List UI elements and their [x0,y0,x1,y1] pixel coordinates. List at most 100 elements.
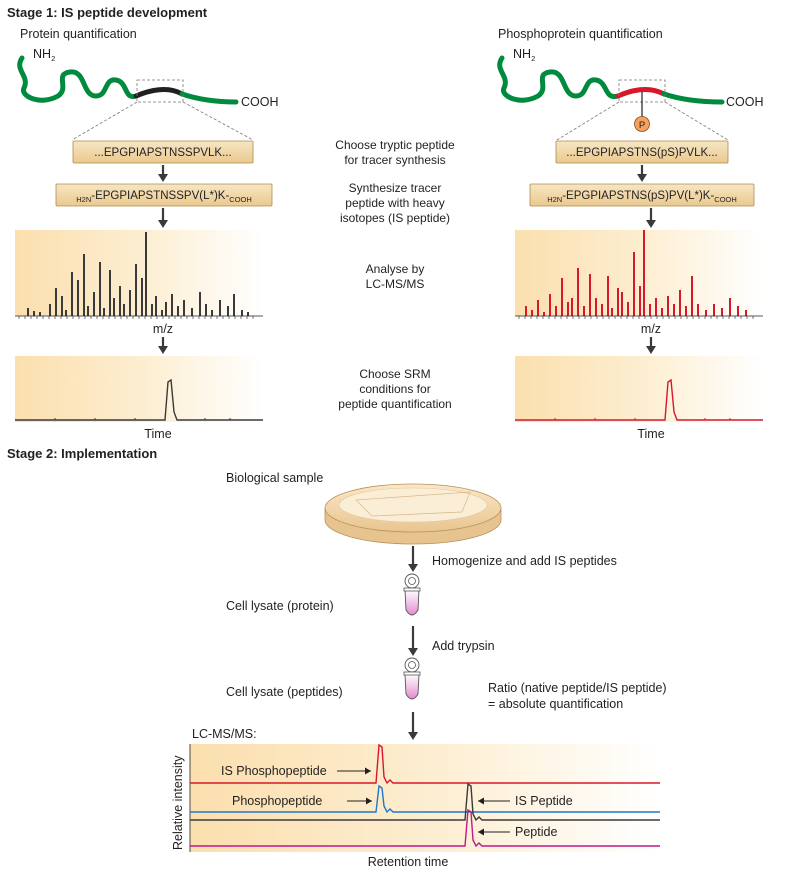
trace-peptide [190,808,660,848]
spectrum-peak [113,298,115,316]
spectrum-peak [151,304,153,316]
spectrum-peak [673,304,675,316]
spectrum-peak [643,230,645,316]
spectrum-peak [571,298,573,316]
spectrum-peak [531,310,533,316]
tracer-sequence-left: H2N-EPGPIAPSTNSSPV(L*)K-COOH [76,190,252,204]
sequence-left: ...EPGPIAPSTNSSPVLK... [94,147,231,159]
relative-intensity-label: Relative intensity [171,755,185,850]
step-4-line-3: peptide quantification [338,397,451,411]
spectrum-peak [685,306,687,316]
phosphate-label: P [639,120,645,131]
retention-time-label: Retention time [368,855,449,869]
time-label-right: Time [637,427,664,441]
cell-lysate-peptides-label: Cell lysate (peptides) [226,685,343,699]
spectrum-peak [83,254,85,316]
spectrum-peak [607,276,609,316]
srm-line [515,378,763,421]
time-label-left: Time [144,427,171,441]
spectrum-peak [617,288,619,316]
spectrum-peak [247,312,249,316]
spectrum-peak [737,306,739,316]
spectrum-peak [655,298,657,316]
protein-chain-left [17,55,239,105]
spectrum-peak [65,310,67,316]
zoom-line [556,101,620,141]
stage2-title: Stage 2: Implementation [7,446,157,461]
srm-panel-left [15,356,263,422]
spectrum-peak [543,312,545,316]
stage1-title: Stage 1: IS peptide development [7,5,208,20]
spectrum-peak [55,288,57,316]
step-1-line-2: for tracer synthesis [344,153,445,167]
trace-phosphopeptide [190,784,660,814]
spectrum-peak [691,276,693,316]
sequence-box-left [72,140,254,164]
spectrum-peak [705,310,707,316]
spectrum-peak [171,294,173,316]
spectrum-peak [561,278,563,316]
spectrum-peak [103,308,105,316]
spectrum-peak [589,274,591,316]
spectrum-peak [219,300,221,316]
step-3-line-2: LC-MS/MS [366,277,425,291]
down-arrow-head [646,346,656,354]
spectrum-peak [227,306,229,316]
sequence-box-right [555,140,729,164]
spectrum-peak [601,304,603,316]
down-arrow-head [408,732,418,740]
spectrum-peak [99,262,101,316]
spectrum-peak [595,298,597,316]
chromatogram-traces [190,743,660,848]
label-peptide: Peptide [515,825,557,839]
srm-trace-left [15,378,263,421]
spectrum-peak [627,302,629,316]
label-arrow-head [478,797,484,805]
spectrum-peak [165,302,167,316]
ratio-line-1: Ratio (native peptide/IS peptide) [488,681,667,695]
protein-chain-right [497,55,725,105]
down-arrow-head [637,174,647,182]
spectrum-peak [61,296,63,316]
spectrum-peak [745,310,747,316]
spectrum-peak [639,286,641,316]
spectrum-peak [649,304,651,316]
label-is-peptide: IS Peptide [515,794,573,808]
spectrum-peak [129,290,131,316]
spectrum-peak [135,264,137,316]
spectrum-peak [661,308,663,316]
cooh-label-left: COOH [241,95,279,109]
step-2-line-2: peptide with heavy [345,196,444,210]
ratio-line-2: = absolute quantification [488,697,623,711]
homogenize-label: Homogenize and add IS peptides [432,554,617,568]
spectrum-peak [155,296,157,316]
spectrum-peak [39,312,41,316]
srm-trace-right [515,378,763,421]
down-arrow-head [158,220,168,228]
spectrum-peak [145,232,147,316]
spectrum-peak [679,290,681,316]
step-2-line-1: Synthesize tracer [349,181,442,195]
srm-panel-right [515,356,763,422]
spectrum-peak [697,304,699,316]
trace-label-arrows [337,767,510,836]
peptide-selection-box-left [136,79,184,103]
tracer-sequence-right: H2N-EPGPIAPSTNS(pS)PV(L*)K-COOH [547,190,737,204]
down-arrow-head [646,220,656,228]
label-arrow-head [478,828,484,836]
down-arrow-head [158,174,168,182]
spectrum-peak [537,300,539,316]
mass-spectrum-left [18,232,254,319]
add-trypsin-label: Add trypsin [432,639,495,653]
spectrum-peak [199,292,201,316]
down-arrow-head [158,346,168,354]
tube-icon-protein [403,573,421,616]
spectrum-peak [205,304,207,316]
step-4-line-2: conditions for [359,382,430,396]
spectrum-peak [713,304,715,316]
spectrum-peak [633,252,635,316]
step-2-line-3: isotopes (IS peptide) [340,211,450,225]
step-3-line-1: Analyse by [366,262,425,276]
ms-panel-left [15,230,263,316]
